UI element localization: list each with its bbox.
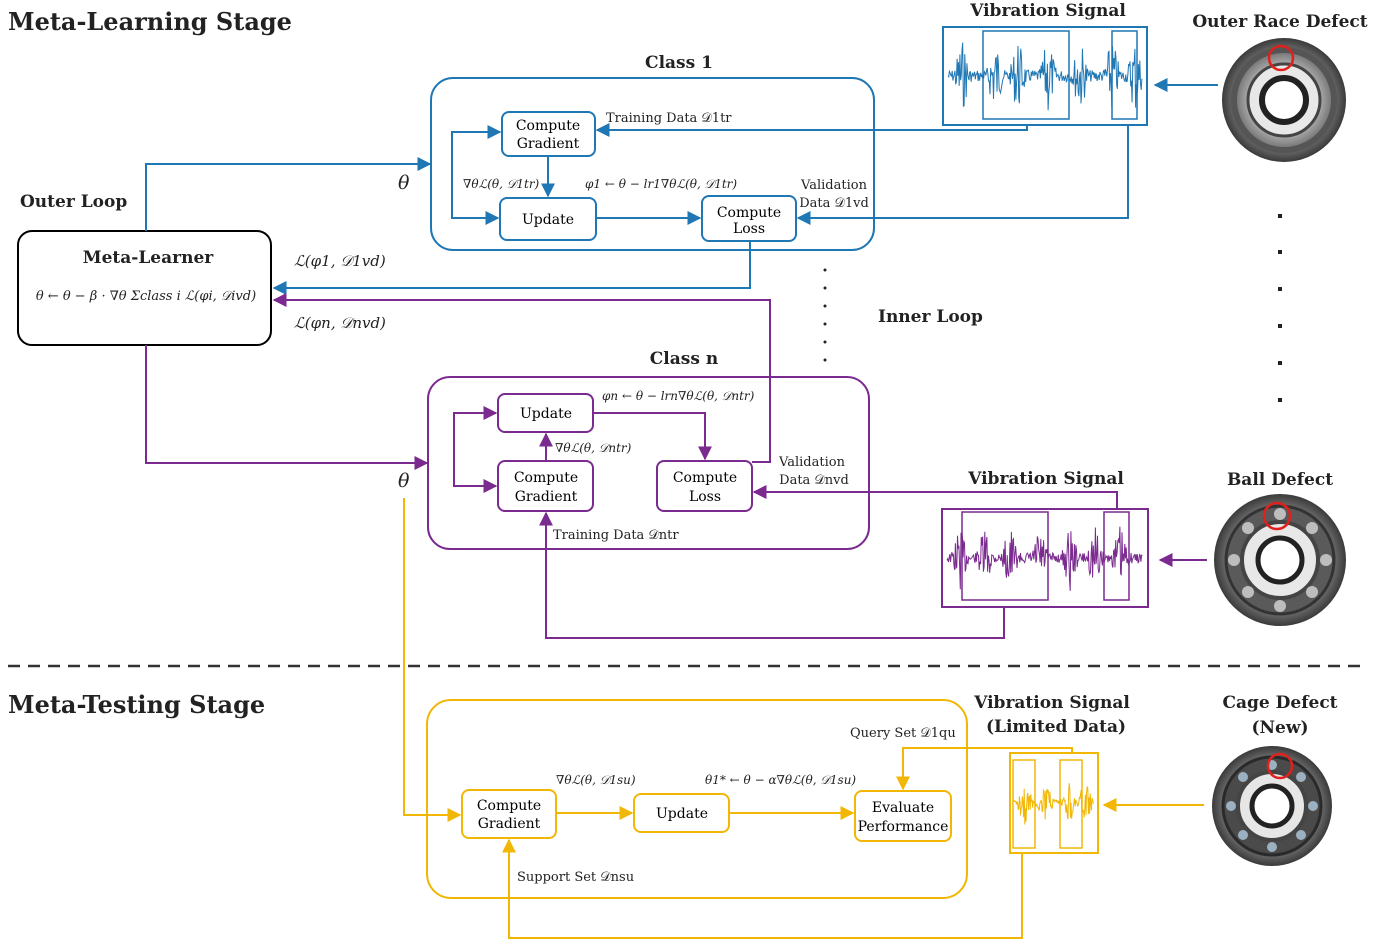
testing-update-text: Update: [656, 806, 708, 822]
testing-evaluate-box: [854, 790, 952, 842]
classn-split-to-update: [453, 406, 498, 463]
signal3-title-line1: Vibration Signal: [973, 693, 1130, 713]
classn-update-text: Update: [520, 406, 572, 422]
ball-defect-marker: [1262, 501, 1292, 531]
signal2-val-window: [1103, 511, 1130, 601]
classn-compute-gradient-line2: Gradient: [515, 489, 578, 505]
class1-validation-data-arrow: [796, 120, 1129, 225]
testing-evaluate-line1: Evaluate: [872, 800, 934, 816]
class1-validation-line1: Validation: [800, 178, 868, 193]
testing-query-set-arrow: [896, 747, 1073, 791]
signal1-waveform: [947, 42, 1143, 111]
class1-compute-loss-line1: Compute: [717, 205, 781, 221]
signal3-support-window: [1012, 759, 1036, 849]
classn-split-to-gradient: [453, 463, 498, 493]
cage-defect-marker: [1266, 752, 1294, 780]
inner-loop-label: Inner Loop: [878, 307, 983, 327]
testing-container: [426, 699, 968, 899]
classn-validation-data-arrow: [752, 485, 1118, 513]
testing-compute-gradient-line2: Gradient: [478, 816, 541, 832]
classn-training-data-arrow: [539, 511, 1005, 639]
testing-support-set-arrow: [502, 838, 1023, 939]
class1-loss-to-meta: [272, 241, 751, 295]
signal2-waveform: [946, 526, 1143, 591]
class1-container: [430, 77, 875, 251]
class1-phi-update-label: φ1 ← θ − lr1∇θℒ(θ, 𝒟1tr): [585, 177, 737, 191]
meta-to-class1-arrow: [145, 157, 432, 231]
signal3-query-window: [1059, 759, 1083, 849]
outer-loop-label: Outer Loop: [20, 192, 127, 212]
testing-theta-update-label: θ1* ← θ − α∇θℒ(θ, 𝒟1su): [705, 773, 856, 787]
outer-defect-title: Outer Race Defect: [1192, 12, 1367, 32]
testing-support-set-label: Support Set 𝒟nsu: [517, 870, 634, 885]
signal1-title: Vibration Signal: [969, 1, 1126, 21]
testing-grad-label: ∇θℒ(θ, 𝒟1su): [556, 773, 636, 787]
cage-defect-bearing-image: [1212, 746, 1332, 866]
classn-validation-line2: Data 𝒟nvd: [779, 473, 849, 488]
class1-compute-gradient-line2: Gradient: [517, 136, 580, 152]
outer-defect-marker: [1267, 44, 1295, 72]
classn-loss-to-meta: [272, 293, 771, 463]
outer-defect-bearing-image: [1222, 38, 1346, 162]
class1-training-data-label: Training Data 𝒟1tr: [606, 111, 732, 126]
meta-learner-box: [17, 230, 272, 346]
signal2-train-window: [961, 511, 1049, 601]
meta-learner-update: θ ← θ − β · ∇θ Σclass i ℒ(φi, 𝒟ivd): [36, 289, 256, 304]
signal3-waveform: [1013, 783, 1094, 825]
testing-evaluate-line2: Performance: [858, 819, 949, 835]
theta-to-testing-arrow: [403, 498, 462, 822]
loss-label-1: ℒ(φ1, 𝒟1vd): [294, 252, 386, 270]
ball-defect-title: Ball Defect: [1227, 470, 1333, 490]
cage-defect-title-line2: (New): [1251, 718, 1308, 738]
signal3-title-line2: (Limited Data): [986, 717, 1126, 737]
class1-compute-gradient-line1: Compute: [516, 118, 580, 134]
classn-grad-label: ∇θℒ(θ, 𝒟ntr): [555, 441, 632, 455]
loss-label-n: ℒ(φn, 𝒟nvd): [294, 314, 386, 332]
theta-label-n: θ: [398, 470, 410, 492]
class1-update-text: Update: [522, 212, 574, 228]
signal2-title: Vibration Signal: [967, 469, 1124, 489]
cage-defect-title-line1: Cage Defect: [1222, 693, 1337, 713]
meta-to-classn-arrow: [145, 345, 429, 470]
classn-compute-loss-line1: Compute: [673, 470, 737, 486]
meta-learner-title: Meta-Learner: [83, 248, 214, 268]
testing-compute-gradient-line1: Compute: [477, 798, 541, 814]
signal1-train-window: [982, 30, 1070, 120]
testing-query-set-label: Query Set 𝒟1qu: [850, 726, 956, 741]
classn-training-data-label: Training Data 𝒟ntr: [553, 528, 679, 543]
ball-defect-bearing-image: [1214, 494, 1346, 626]
classn-phi-update-label: φn ← θ − lrn∇θℒ(θ, 𝒟ntr): [602, 389, 755, 403]
classn-validation-line1: Validation: [778, 455, 846, 470]
class1-grad-label: ∇θℒ(θ, 𝒟1tr): [463, 177, 540, 191]
class1-compute-loss-line2: Loss: [733, 221, 765, 237]
class1-validation-line2: Data 𝒟1vd: [799, 196, 869, 211]
defect-dots: [1278, 214, 1282, 402]
classn-compute-gradient-line1: Compute: [514, 470, 578, 486]
class1-split-to-update: [451, 164, 500, 225]
classn-title: Class n: [650, 349, 718, 369]
inner-loop-dots: [823, 268, 827, 362]
classn-update-to-loss: [593, 412, 712, 461]
classn-compute-loss-box: [656, 460, 753, 512]
stage-title-learning: Meta-Learning Stage: [8, 7, 292, 36]
class1-split-to-gradient: [451, 125, 502, 164]
stage-title-testing: Meta-Testing Stage: [8, 690, 265, 719]
signal1-val-window: [1111, 30, 1138, 120]
theta-label-1: θ: [398, 172, 410, 194]
class1-title: Class 1: [645, 53, 713, 73]
classn-compute-loss-line2: Loss: [689, 489, 721, 505]
